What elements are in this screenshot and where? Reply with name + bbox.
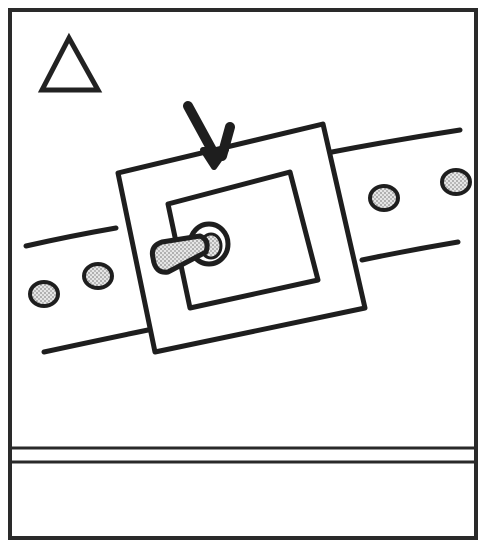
belt-hole [442,170,470,194]
belt-hole [370,186,398,210]
belt-hole [84,264,112,288]
caption-panel [17,462,472,530]
belt-hole [30,282,58,306]
